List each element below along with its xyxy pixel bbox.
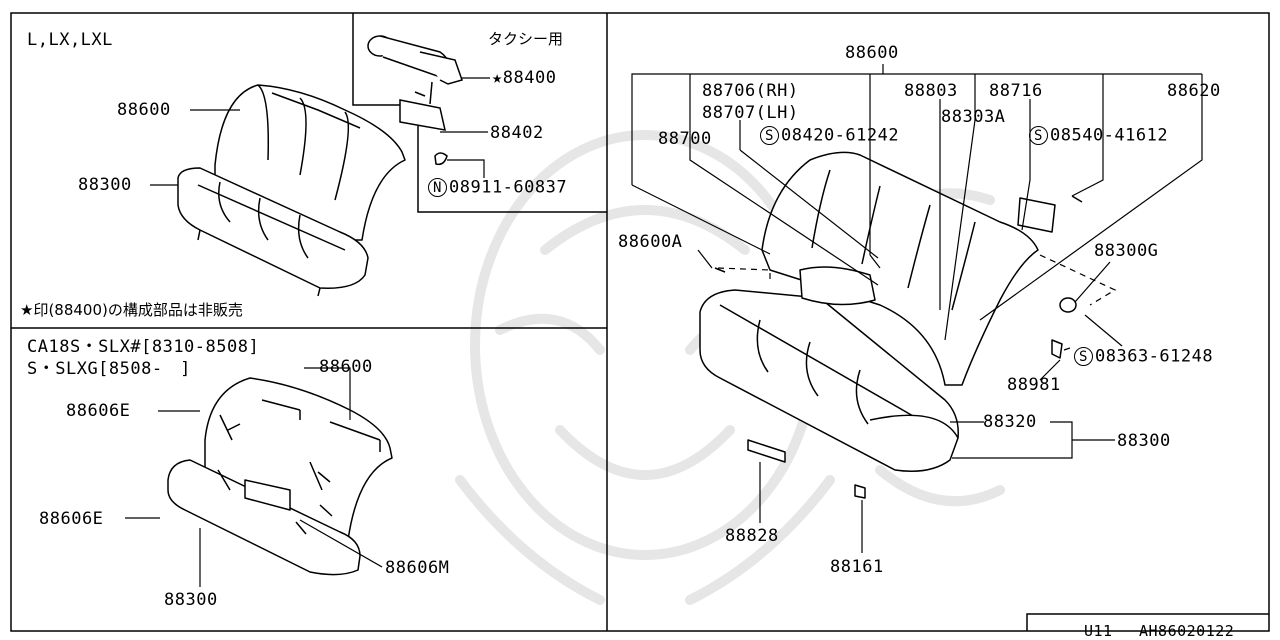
- part-label-88600-top: 88600: [117, 100, 171, 120]
- part-label-88700: 88700: [658, 129, 712, 149]
- part-label-88161: 88161: [830, 557, 884, 577]
- seat-illustration-bottom: [167, 377, 393, 576]
- part-label-88320: 88320: [983, 412, 1037, 432]
- part-label-88300-right: 88300: [1117, 431, 1171, 451]
- footer-code: U11: [1084, 622, 1113, 640]
- part-label-88300-bottom: 88300: [164, 590, 218, 610]
- part-label-88606e-lower: 88606E: [39, 509, 104, 529]
- part-label-88620: 88620: [1167, 81, 1221, 101]
- part-label-88606e-upper: 88606E: [66, 401, 131, 421]
- part-label-88400: ★88400: [492, 68, 557, 88]
- part-label-88981: 88981: [1007, 375, 1061, 395]
- part-label-88716: 88716: [989, 81, 1043, 101]
- part-label-88303a: 88303A: [941, 107, 1006, 127]
- part-label-88606m: 88606M: [385, 558, 450, 578]
- leader-lines: [125, 64, 1203, 587]
- bolt-s-icon: S: [760, 126, 779, 145]
- part-label-88828: 88828: [725, 526, 779, 546]
- nut-n-icon: N: [428, 178, 447, 197]
- part-label-88706: 88706(RH): [702, 81, 799, 101]
- part-label-88402: 88402: [490, 123, 544, 143]
- variant-label-slxg: S・SLXG[8508- ]: [27, 359, 191, 379]
- part-label-88707: 88707(LH): [702, 103, 799, 123]
- seat-illustration-top: [177, 84, 406, 297]
- part-label-88600-right: 88600: [845, 43, 899, 63]
- non-sale-note: ★印(88400)の構成部品は非販売: [20, 301, 243, 319]
- headrest-illustration: [367, 35, 463, 166]
- taxi-note: タクシー用: [488, 30, 564, 48]
- variant-label-l-lx-lxl: L,LX,LXL: [27, 30, 113, 50]
- bolt-s-icon: S: [1029, 126, 1048, 145]
- star-icon: ★: [492, 68, 503, 88]
- part-label-88300g: 88300G: [1094, 241, 1159, 261]
- footer-ref: AH86020122: [1139, 622, 1235, 640]
- part-label-88600a: 88600A: [618, 232, 683, 252]
- variant-label-ca18s: CA18S・SLX#[8310-8508]: [27, 337, 260, 357]
- dashed-lines: [717, 254, 1117, 306]
- part-label-88600-bottom: 88600: [319, 357, 373, 377]
- bolt-s-icon: S: [1074, 347, 1093, 366]
- part-label-88803: 88803: [904, 81, 958, 101]
- seat-illustration-right: [699, 151, 1083, 499]
- part-label-88300-top: 88300: [78, 175, 132, 195]
